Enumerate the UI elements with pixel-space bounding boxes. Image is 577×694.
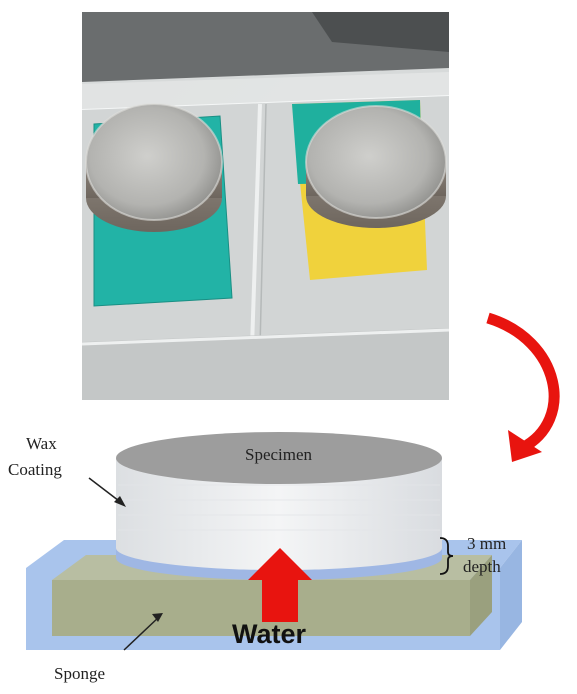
water-arrow-icon [248, 548, 312, 622]
sponge-label: Sponge [54, 664, 105, 683]
tray-side [500, 540, 522, 650]
wax-label-line1: Wax [26, 434, 57, 453]
depth-label-line2: depth [463, 557, 501, 576]
sponge-side [470, 555, 492, 636]
depth-label-line1: 3 mm [467, 534, 507, 553]
curved-arrow-icon [486, 312, 560, 462]
depth-brace-icon [439, 537, 454, 575]
water-label: Water [232, 619, 307, 649]
specimen-body [116, 458, 442, 570]
sponge-pointer [123, 615, 161, 651]
specimen-photo [82, 12, 449, 400]
specimen-label: Specimen [245, 445, 313, 464]
wax-label-line2: Coating [8, 460, 62, 479]
sponge-front [52, 580, 470, 636]
specimen-top [116, 432, 442, 484]
